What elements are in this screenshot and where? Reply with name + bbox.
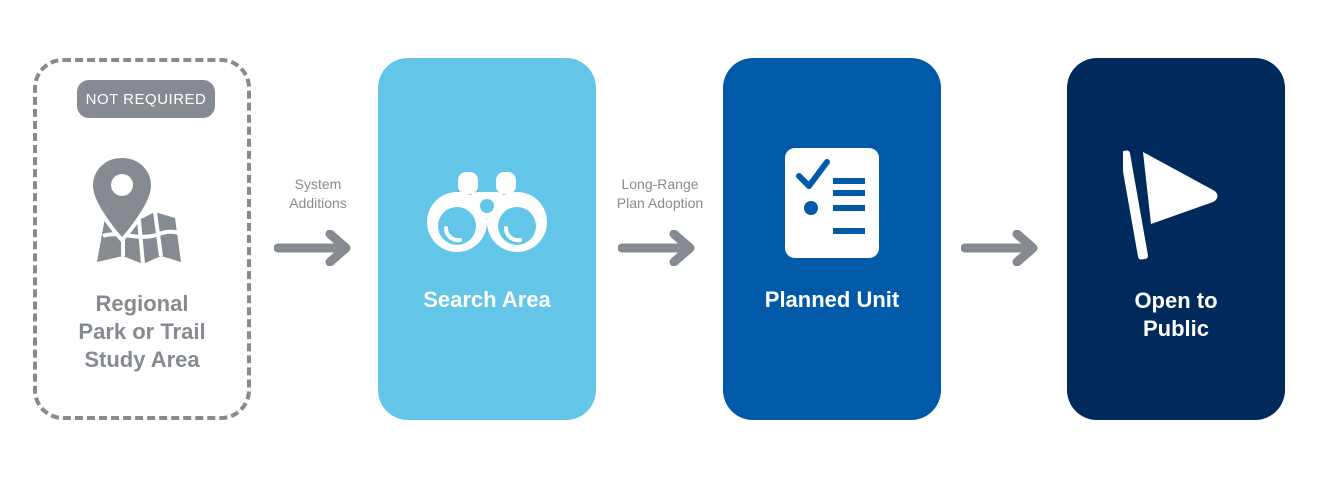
- stage-open-to-public-label: Open to Public: [1134, 288, 1218, 341]
- checklist-icon: [785, 148, 879, 258]
- binoculars-icon: [427, 172, 547, 252]
- flag-icon: [1123, 150, 1218, 260]
- connector-open: [955, 172, 1055, 272]
- right-arrow-icon: [961, 230, 1038, 266]
- stage-open-to-public: Open to Public: [1067, 58, 1285, 420]
- stage-search-area: Search Area: [378, 58, 596, 420]
- stage-planned-unit: Planned Unit: [723, 58, 941, 420]
- connector-system-additions: System Additions: [268, 172, 368, 272]
- right-arrow-icon: [274, 230, 351, 266]
- stage-planned-unit-label: Planned Unit: [764, 287, 900, 312]
- map-pin-icon: [89, 154, 182, 265]
- connector-label: Long-Range Plan Adoption: [616, 176, 704, 211]
- stage-study-area-label: Regional Park or Trail Study Area: [78, 291, 206, 372]
- connector-label: System Additions: [289, 176, 347, 211]
- stage-study-area: NOT REQUIRED Regional Park or Trail Stud…: [33, 58, 251, 420]
- connector-long-range-plan-adoption: Long-Range Plan Adoption: [608, 172, 712, 272]
- right-arrow-icon: [618, 230, 695, 266]
- not-required-badge: NOT REQUIRED: [77, 80, 215, 118]
- stage-search-area-label: Search Area: [423, 287, 551, 312]
